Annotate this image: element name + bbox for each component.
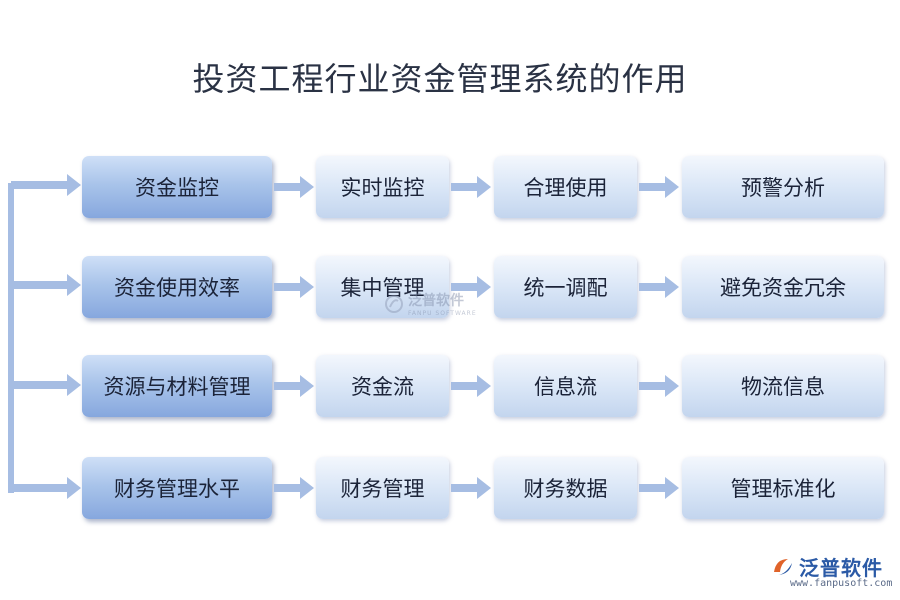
item-label: 财务管理: [340, 477, 425, 501]
arrow-4b: [451, 477, 491, 499]
main-box-2: 资金使用效率: [82, 256, 272, 318]
main-box-4: 财务管理水平: [82, 457, 272, 519]
item-box-3-2: 信息流: [494, 355, 637, 417]
arrow-2c: [639, 276, 679, 298]
watermark: 泛普软件 FANPU SOFTWARE: [384, 290, 477, 317]
main-box-1: 资金监控: [82, 156, 272, 218]
item-label: 避免资金冗余: [720, 276, 846, 300]
item-label: 预警分析: [741, 176, 825, 200]
item-box-4-1: 财务管理: [316, 457, 449, 519]
branch-arrow-2: [11, 274, 81, 296]
item-label: 实时监控: [340, 176, 425, 200]
arrow-1b: [451, 176, 491, 198]
diagram-title: 投资工程行业资金管理系统的作用: [192, 60, 688, 98]
watermark-subtext: FANPU SOFTWARE: [408, 310, 477, 317]
item-label: 物流信息: [741, 375, 825, 399]
brand-logo-icon: [774, 558, 792, 575]
item-box-1-3: 预警分析: [682, 156, 884, 218]
arrow-4c: [639, 477, 679, 499]
brand-name: 泛普软件: [799, 556, 883, 580]
main-box-label: 资金使用效率: [114, 276, 240, 300]
branch-arrow-3: [11, 374, 81, 396]
brand-url: www.fanpusoft.com: [790, 578, 893, 589]
main-box-3: 资源与材料管理: [82, 355, 272, 417]
arrow-2a: [274, 276, 314, 298]
main-box-label: 财务管理水平: [114, 477, 240, 501]
connector-trunk: [8, 183, 14, 493]
main-box-label: 资金监控: [135, 176, 219, 200]
item-label: 合理使用: [523, 176, 608, 200]
item-box-2-1: 集中管理: [316, 256, 449, 318]
item-box-4-2: 财务数据: [494, 457, 637, 519]
branch-arrow-1: [11, 174, 81, 196]
item-box-3-1: 资金流: [316, 355, 449, 417]
arrow-2b: [451, 276, 491, 298]
arrow-3c: [639, 375, 679, 397]
item-label: 资金流: [351, 375, 414, 399]
item-box-1-2: 合理使用: [494, 156, 637, 218]
watermark-text: 泛普软件: [408, 293, 464, 309]
branch-arrow-4: [11, 477, 81, 499]
item-box-3-3: 物流信息: [682, 355, 884, 417]
arrow-3a: [274, 375, 314, 397]
item-box-4-3: 管理标准化: [682, 457, 884, 519]
arrow-3b: [451, 375, 491, 397]
item-label: 统一调配: [523, 276, 608, 300]
arrow-1c: [639, 176, 679, 198]
item-box-2-3: 避免资金冗余: [682, 256, 884, 318]
arrow-4a: [274, 477, 314, 499]
arrow-1a: [274, 176, 314, 198]
item-label: 财务数据: [523, 477, 608, 501]
main-box-label: 资源与材料管理: [103, 375, 251, 399]
item-label: 信息流: [534, 375, 597, 399]
item-box-2-2: 统一调配: [494, 256, 637, 318]
watermark-logo-icon: [385, 294, 403, 313]
brand-logo: 泛普软件: [770, 552, 883, 581]
item-box-1-1: 实时监控: [316, 156, 449, 218]
item-label: 管理标准化: [730, 477, 836, 501]
item-label: 集中管理: [340, 276, 425, 300]
